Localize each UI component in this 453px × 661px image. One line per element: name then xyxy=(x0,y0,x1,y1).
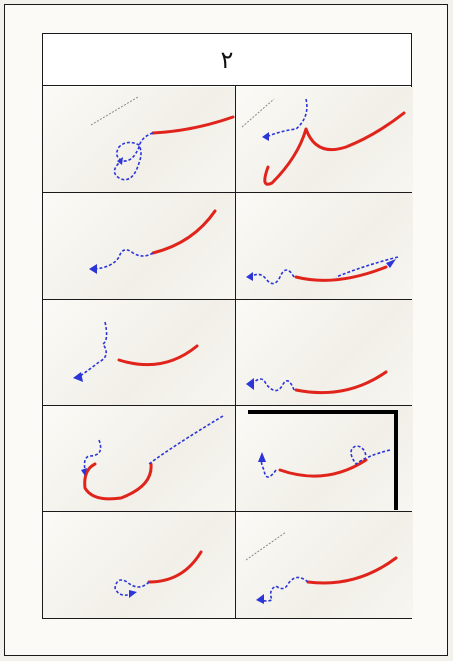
stroke-cell-row5-right xyxy=(236,512,413,618)
stroke-cell-row3-left xyxy=(43,300,235,405)
row-divider xyxy=(43,405,411,406)
stroke-cell-row1-left xyxy=(43,87,235,192)
stroke-diagram xyxy=(241,98,406,186)
stroke-diagram xyxy=(246,370,388,395)
row-divider xyxy=(43,192,411,193)
stroke-diagram xyxy=(90,96,235,181)
column-divider xyxy=(235,86,236,618)
stroke-diagram xyxy=(89,209,217,274)
stroke-diagram xyxy=(81,415,224,501)
row-divider xyxy=(43,299,411,300)
stroke-diagram xyxy=(73,321,199,382)
stroke-cell-row2-left xyxy=(43,193,235,299)
stroke-diagram xyxy=(114,550,203,598)
calligraphy-table: ۲ xyxy=(42,33,413,619)
stroke-diagram xyxy=(248,410,398,510)
stroke-cell-row4-left xyxy=(43,406,235,511)
stroke-diagram xyxy=(246,256,399,285)
stroke-cell-row1-right xyxy=(236,87,413,192)
worksheet-page: ۲ xyxy=(4,4,448,656)
table-title: ۲ xyxy=(43,34,411,86)
stroke-cell-row3-right xyxy=(236,300,413,405)
row-divider xyxy=(43,511,411,512)
stroke-diagram xyxy=(245,531,398,604)
stroke-cell-row4-right xyxy=(236,406,413,511)
stroke-cell-row5-left xyxy=(43,512,235,618)
stroke-cell-row2-right xyxy=(236,193,413,299)
